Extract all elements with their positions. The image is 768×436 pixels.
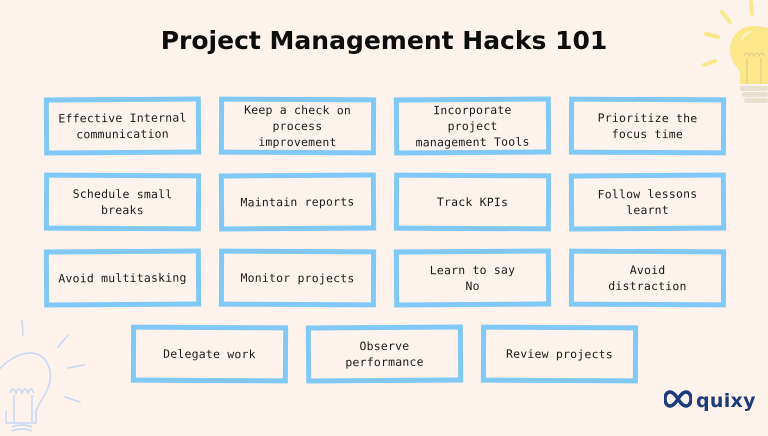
hack-card: Maintain reports	[218, 172, 377, 232]
hack-card-label: Review projects	[506, 346, 613, 362]
hack-card-label: Prioritize the focus time	[597, 110, 698, 142]
brand-logo: quixy	[663, 390, 756, 412]
hack-card: Delegate work	[130, 324, 289, 384]
hack-card: Learn to say No	[393, 248, 552, 308]
page-title: Project Management Hacks 101	[160, 26, 608, 55]
hack-card: Keep a check on process improvement	[218, 96, 377, 156]
hack-card-label: Observe performance	[345, 338, 424, 370]
hack-card: Effective Internal communication	[43, 96, 202, 156]
hack-card: Review projects	[480, 324, 639, 384]
hack-card: Schedule small breaks	[43, 172, 202, 232]
lightbulb-icon	[700, 0, 768, 114]
hack-card-label: Effective Internal communication	[58, 110, 187, 142]
hack-card: Monitor projects	[218, 248, 377, 308]
hack-card-label: Maintain reports	[240, 194, 355, 210]
infinity-loop-icon	[663, 390, 693, 412]
hack-card-label: Track KPIs	[436, 194, 509, 210]
hack-card: Track KPIs	[393, 172, 552, 232]
hack-card-label: Schedule small breaks	[72, 186, 173, 218]
hack-card-label: Monitor projects	[240, 270, 355, 286]
hack-card-label: Learn to say No	[429, 262, 516, 294]
lightbulb-outline-icon	[0, 315, 90, 436]
hack-card: Observe performance	[305, 324, 464, 384]
hack-card: Follow lessons learnt	[568, 172, 727, 232]
hack-card-label: Delegate work	[163, 346, 256, 362]
hack-card: Avoid multitasking	[43, 248, 202, 308]
hack-card-label: Incorporate project management Tools	[415, 102, 530, 150]
hack-card-label: Avoid distraction	[608, 262, 687, 294]
hack-card-label: Follow lessons learnt	[597, 186, 698, 218]
hack-card-label: Avoid multitasking	[58, 270, 187, 286]
hack-card: Incorporate project management Tools	[393, 96, 552, 156]
hack-card-label: Keep a check on process improvement	[244, 102, 352, 150]
brand-name: quixy	[696, 390, 756, 412]
hack-card: Avoid distraction	[568, 248, 727, 308]
